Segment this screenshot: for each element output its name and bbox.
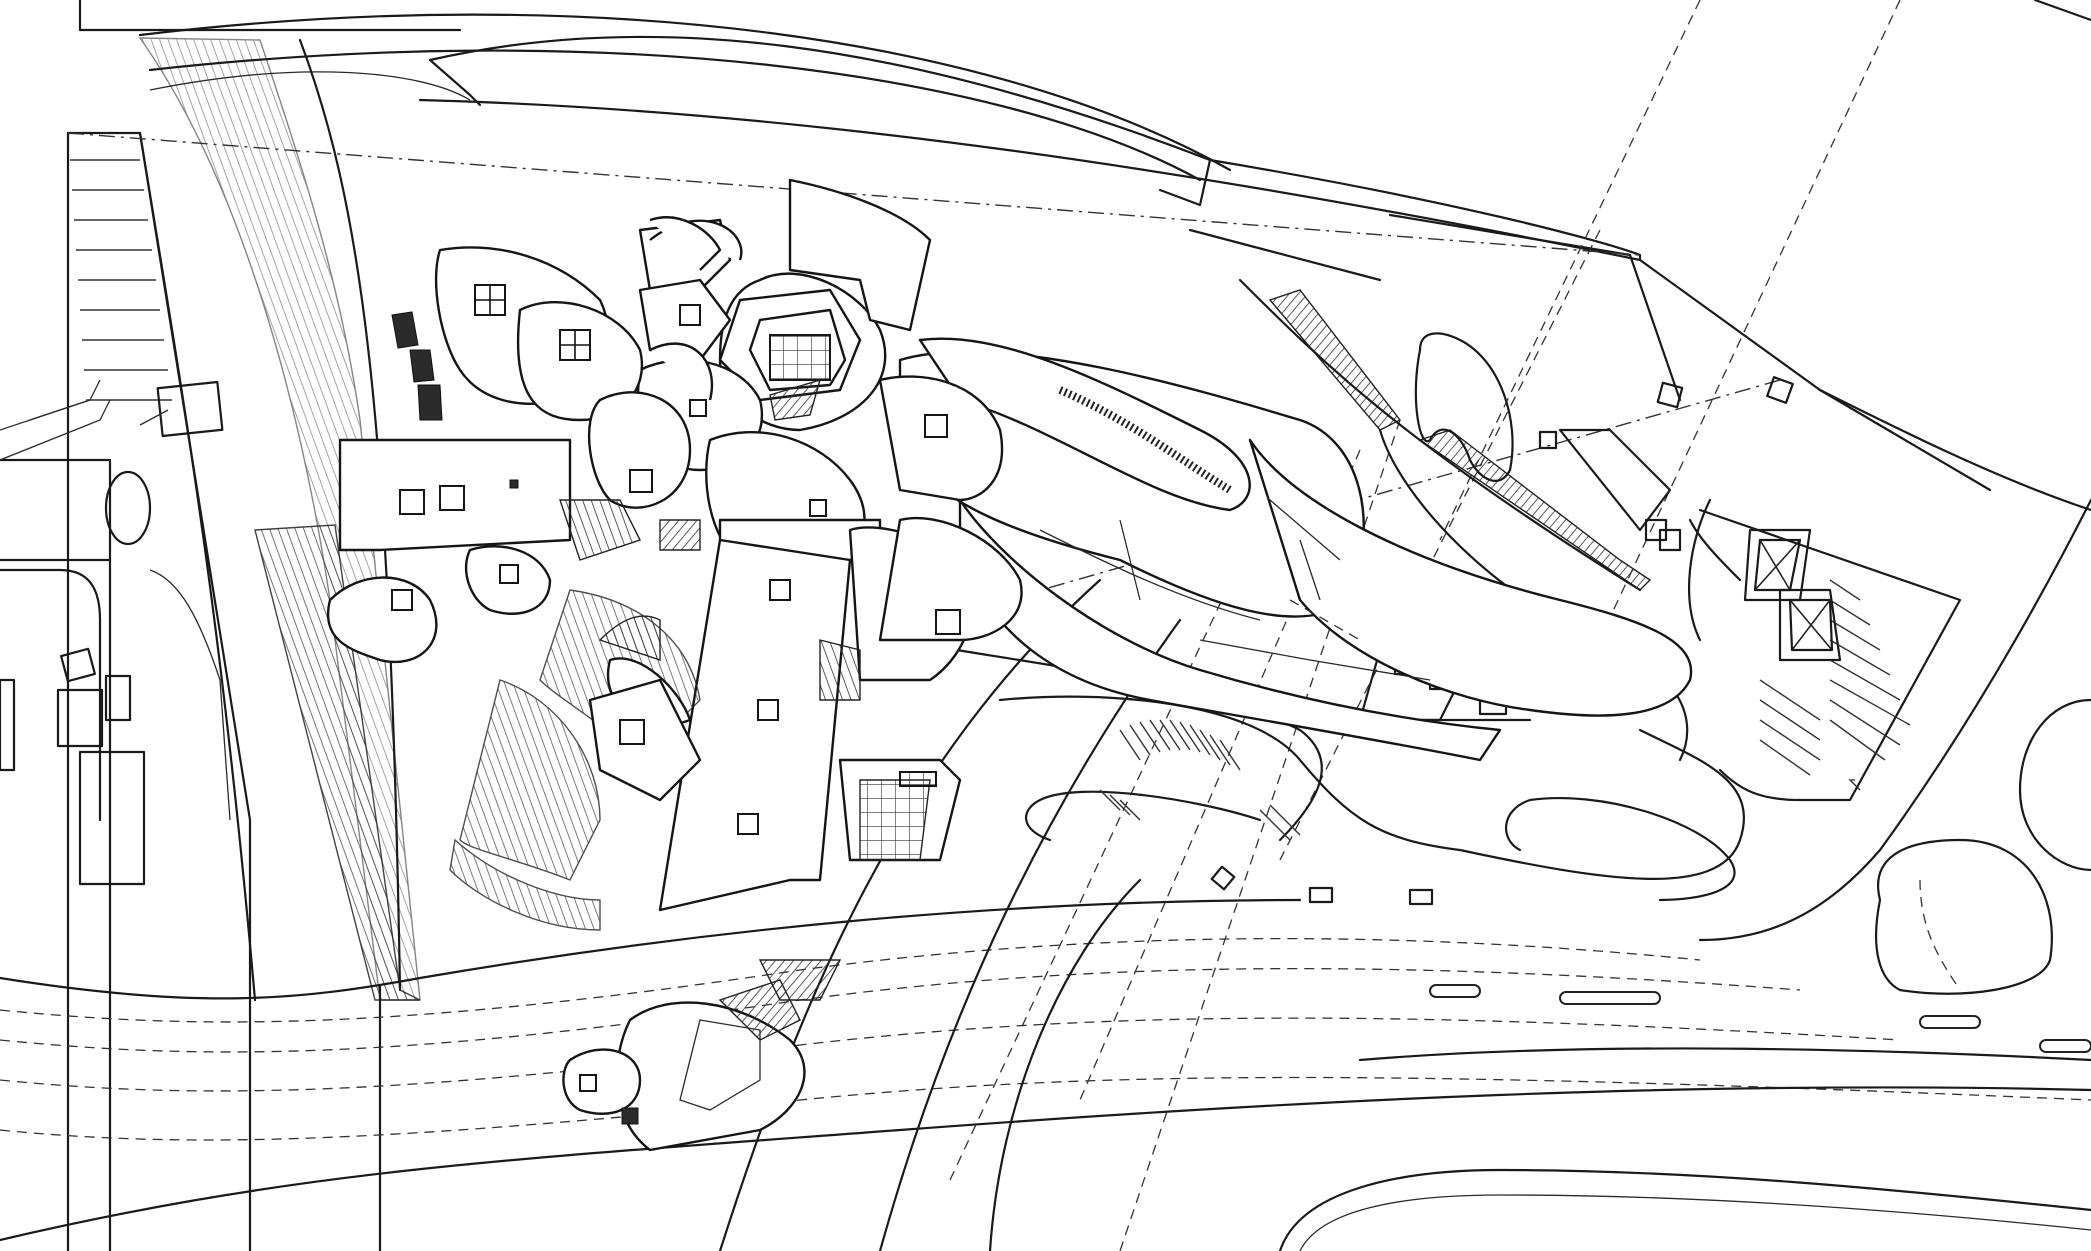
left-parking-area	[0, 131, 1641, 1251]
pedestrian-ramp	[138, 37, 443, 1001]
right-parking-lot	[1698, 388, 2091, 995]
museum-building	[327, 178, 1693, 1152]
river-edge	[78, 0, 2091, 512]
canal-hatch	[1188, 228, 1842, 662]
site-details	[1199, 376, 1794, 681]
